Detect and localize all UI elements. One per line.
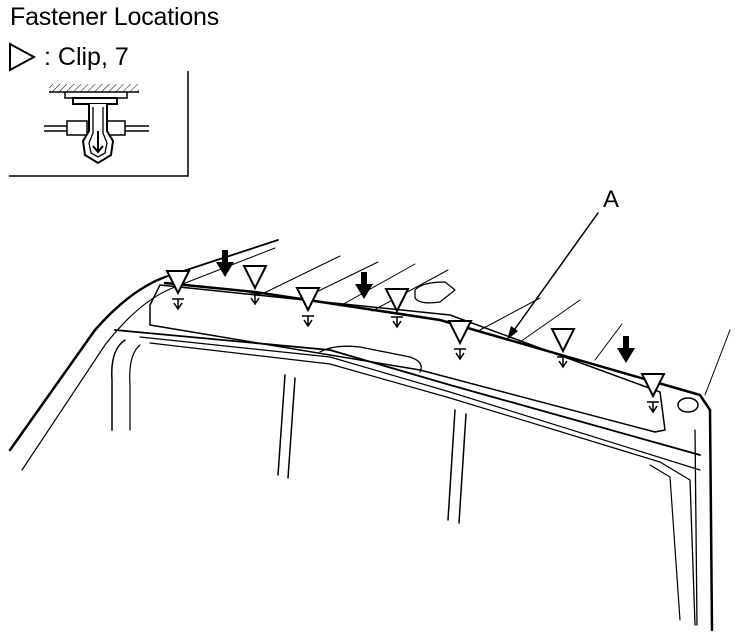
- clip-marker: [165, 270, 191, 296]
- clip-legend: : Clip, 7: [8, 40, 129, 74]
- callout-label-a: A: [603, 186, 620, 213]
- push-arrow: [617, 336, 635, 363]
- clip-marker: [550, 328, 576, 354]
- push-arrow: [355, 272, 373, 299]
- header-lower-edge: [114, 329, 701, 456]
- clip-marker: [295, 287, 321, 313]
- clip-marker: [447, 320, 473, 346]
- body-outline-left: [8, 275, 167, 452]
- push-arrows: [216, 250, 635, 363]
- clip-symbol: [302, 315, 314, 328]
- clip-symbol: [647, 401, 659, 414]
- clip-marker: [384, 288, 410, 314]
- callout-leader-line: [506, 212, 599, 341]
- garnish-outline: [149, 284, 666, 433]
- clip-symbol: [249, 293, 261, 306]
- clip-marker: [640, 373, 666, 399]
- clip-symbol: [391, 316, 403, 329]
- hollow-triangle-icon: [9, 42, 36, 72]
- roof-top-edge: [163, 281, 712, 412]
- right-side-frame: [708, 408, 714, 632]
- clip-symbol: [172, 298, 184, 311]
- clip-markers: [165, 265, 666, 414]
- clip-detail-inset: [9, 71, 189, 177]
- clip-symbol: [557, 356, 569, 369]
- diagram-title: Fastener Locations: [10, 3, 220, 31]
- opening-frame: [111, 339, 126, 431]
- clip-marker: [242, 265, 268, 291]
- legend-label: : Clip, 7: [44, 42, 129, 71]
- clip-symbol: [454, 348, 466, 361]
- body-inner-left: [21, 286, 176, 471]
- push-arrow: [216, 250, 234, 277]
